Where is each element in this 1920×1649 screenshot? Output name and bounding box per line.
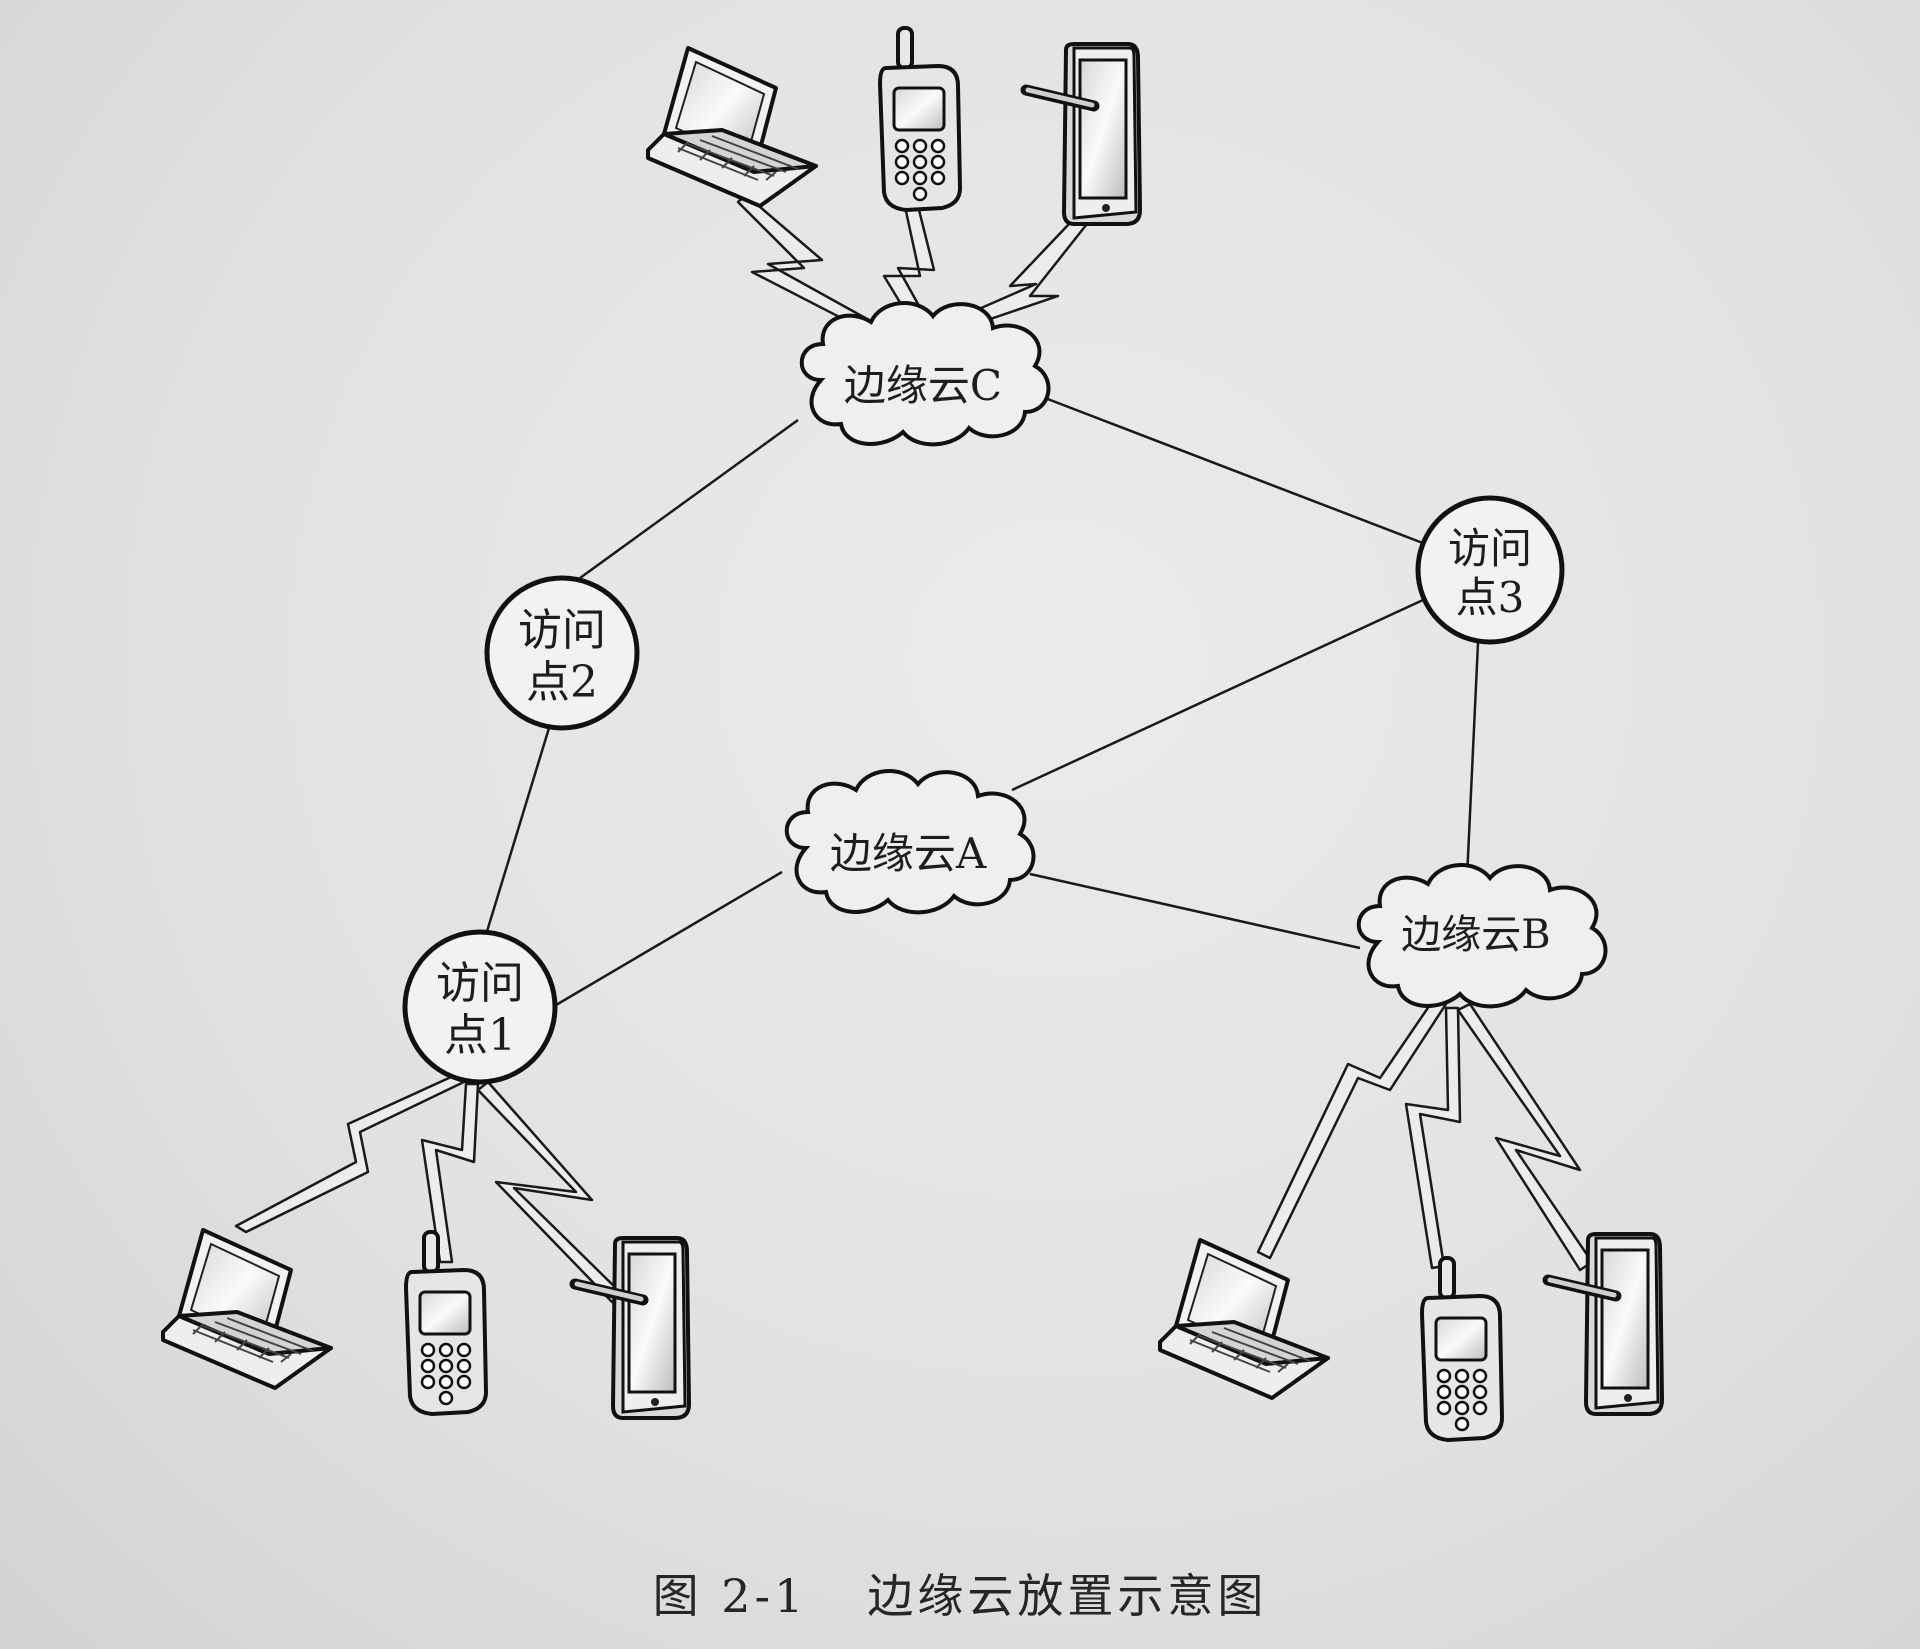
wireless-link — [1256, 994, 1448, 1260]
link-ap1-clouda — [555, 870, 783, 1007]
access-point-label: 点1 — [444, 1010, 516, 1061]
access-point-1: 访问 点1 — [402, 929, 558, 1085]
figure-caption: 图 2-1 边缘云放置示意图 — [0, 1560, 1920, 1626]
edge-cloud-b: 边缘云B — [1356, 863, 1608, 1009]
link-cloudc-ap3 — [1044, 396, 1429, 547]
laptop-icon — [161, 1228, 333, 1390]
link-ap2-ap1 — [483, 727, 551, 939]
device-group-bottom-right — [1158, 1234, 1662, 1442]
link-cloudc-ap2 — [579, 418, 799, 580]
link-clouda-ap3 — [1011, 598, 1424, 792]
cell-phone-icon — [878, 26, 962, 212]
link-clouda-cloudb — [1029, 872, 1361, 950]
access-point-label: 点2 — [526, 657, 598, 708]
cloud-label: 边缘云C — [844, 361, 1002, 410]
wireless-link — [1404, 1006, 1462, 1270]
access-point-label: 访问 — [1448, 524, 1532, 573]
laptop-icon — [1158, 1238, 1330, 1400]
device-group-bottom-left — [161, 1228, 689, 1418]
link-ap3-cloudb — [1465, 642, 1480, 879]
access-point-2: 访问 点2 — [484, 575, 640, 731]
cloud-label: 边缘云A — [830, 829, 987, 878]
access-point-label: 访问 — [436, 958, 524, 1009]
tablet-icon — [1548, 1234, 1662, 1414]
cell-phone-icon — [1420, 1256, 1504, 1442]
device-group-top — [646, 26, 1140, 224]
wireless-link — [1456, 1002, 1594, 1272]
figure-title: 边缘云放置示意图 — [867, 1569, 1268, 1623]
access-point-3: 访问 点3 — [1415, 495, 1565, 645]
wireless-link — [476, 1080, 624, 1304]
edge-cloud-a: 边缘云A — [784, 769, 1036, 915]
cloud-label: 边缘云B — [1401, 912, 1550, 958]
wireless-link — [234, 1070, 470, 1234]
tablet-icon — [1026, 44, 1140, 224]
edge-cloud-c: 边缘云C — [799, 301, 1051, 447]
laptop-icon — [646, 46, 818, 208]
access-point-label: 点3 — [1456, 573, 1525, 622]
access-point-label: 访问 — [518, 605, 606, 656]
figure-number: 图 2-1 — [652, 1569, 808, 1623]
